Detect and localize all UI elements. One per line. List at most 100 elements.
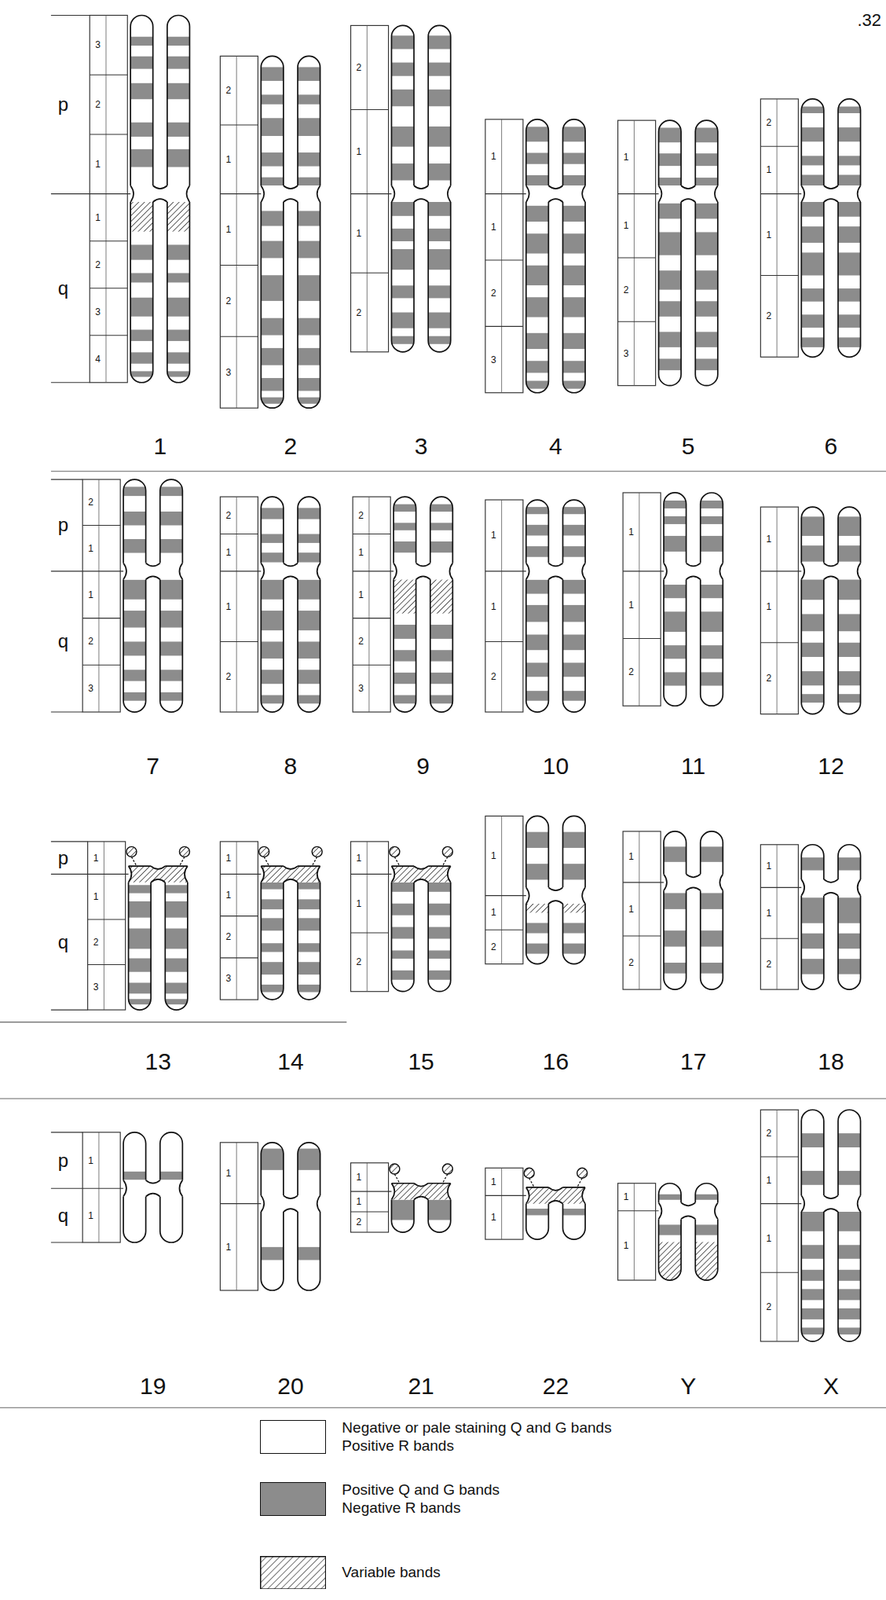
chromatid-outline xyxy=(695,1182,718,1203)
dark-band xyxy=(391,903,414,916)
region-number: 1 xyxy=(765,601,772,612)
region-number: 3 xyxy=(93,981,99,992)
region-number: 2 xyxy=(225,671,231,681)
chromosome: 9 xyxy=(351,496,495,777)
region-boundary xyxy=(760,146,799,147)
dark-band xyxy=(526,1208,550,1215)
dark-band xyxy=(428,970,451,980)
dark-band xyxy=(659,331,682,348)
dark-band xyxy=(801,856,824,870)
chromosome: 10 xyxy=(484,499,628,777)
chromatid-arm xyxy=(297,55,321,186)
dark-band xyxy=(391,126,414,147)
region-number: 1 xyxy=(93,853,99,863)
dark-band xyxy=(160,640,184,656)
region-number: 1 xyxy=(93,891,99,901)
region-number: 1 xyxy=(623,220,630,231)
dark-band xyxy=(391,312,414,329)
chromatid-arm xyxy=(695,1218,718,1280)
satellite xyxy=(577,1167,588,1178)
dark-band xyxy=(167,244,191,260)
dark-band xyxy=(838,545,861,561)
region-ruler xyxy=(485,499,524,712)
dark-band xyxy=(393,504,417,512)
satellite xyxy=(389,1163,400,1174)
arm-label: p xyxy=(58,515,69,535)
region-boundary xyxy=(219,533,258,535)
dark-band xyxy=(391,285,414,298)
region-number: 1 xyxy=(358,589,364,600)
dark-band xyxy=(838,516,861,536)
dark-band xyxy=(164,998,188,1004)
chromatid-arm xyxy=(260,201,284,408)
chromatid-outline xyxy=(428,882,451,992)
dark-band xyxy=(801,155,824,165)
dark-band xyxy=(838,106,861,114)
region-number: 4 xyxy=(95,354,101,364)
dark-band xyxy=(391,1197,414,1220)
region-boundary xyxy=(87,918,126,919)
dark-band xyxy=(167,297,191,317)
dark-band xyxy=(659,300,682,317)
dark-band xyxy=(260,210,284,226)
dark-band xyxy=(428,228,451,242)
dark-band xyxy=(297,117,321,136)
chromatid-outline xyxy=(430,578,454,712)
centromere xyxy=(260,865,320,883)
dark-band xyxy=(563,604,586,622)
dark-band xyxy=(663,644,687,659)
centromere-line xyxy=(622,881,664,883)
ruler-divider xyxy=(366,1162,368,1232)
chromatid-arm xyxy=(700,578,724,706)
dark-band xyxy=(297,318,321,336)
dark-band xyxy=(838,642,861,657)
region-boundary xyxy=(219,956,258,958)
dark-band xyxy=(260,66,284,81)
chromatid-outline xyxy=(801,844,824,879)
variable-band xyxy=(695,1241,718,1280)
ruler-divider xyxy=(633,1182,635,1280)
chromatid-arm xyxy=(700,831,724,874)
hatch-sample xyxy=(260,1555,326,1588)
chromatid-outline xyxy=(297,55,321,186)
region-number: 1 xyxy=(356,898,363,908)
region-ruler xyxy=(219,55,258,408)
arm-label: q xyxy=(58,278,69,298)
region-ruler xyxy=(760,844,799,989)
chromatid-arm xyxy=(695,120,718,186)
chromatid-outline xyxy=(123,1196,147,1242)
dark-band xyxy=(430,649,454,661)
chromosome-figure xyxy=(219,55,320,408)
satellite xyxy=(442,1163,453,1174)
centromere-line xyxy=(485,1194,527,1196)
dark-band xyxy=(801,670,824,685)
region-number: 3 xyxy=(95,40,101,50)
centromere-outline xyxy=(526,563,586,580)
chromatid-arm xyxy=(260,1142,284,1195)
dark-band xyxy=(695,231,718,255)
chromosome-number: 1 xyxy=(153,434,167,458)
chromatid-arm xyxy=(526,815,550,887)
chromatid-outline xyxy=(838,98,861,186)
chromosome-figure xyxy=(485,1167,588,1239)
dark-band xyxy=(260,579,284,600)
centromere xyxy=(391,1182,451,1200)
dark-band xyxy=(838,896,861,923)
chromatid-arm xyxy=(164,882,188,1010)
chromosome: 13 xyxy=(86,841,230,1073)
dark-band xyxy=(659,231,682,255)
chromatid-outline xyxy=(663,578,687,706)
chromosome-number: 8 xyxy=(284,754,298,778)
chromatid-arm xyxy=(297,578,321,712)
region-boundary xyxy=(485,929,524,930)
row-separator xyxy=(0,1406,886,1408)
dark-band xyxy=(526,233,550,253)
centromere-outline xyxy=(663,563,723,580)
dark-band xyxy=(260,961,284,974)
region-number: 2 xyxy=(87,636,94,646)
dark-band xyxy=(130,36,154,46)
region-number: 1 xyxy=(87,589,94,600)
dark-band xyxy=(123,610,147,627)
dark-band xyxy=(801,693,824,703)
region-number: 2 xyxy=(93,937,99,947)
